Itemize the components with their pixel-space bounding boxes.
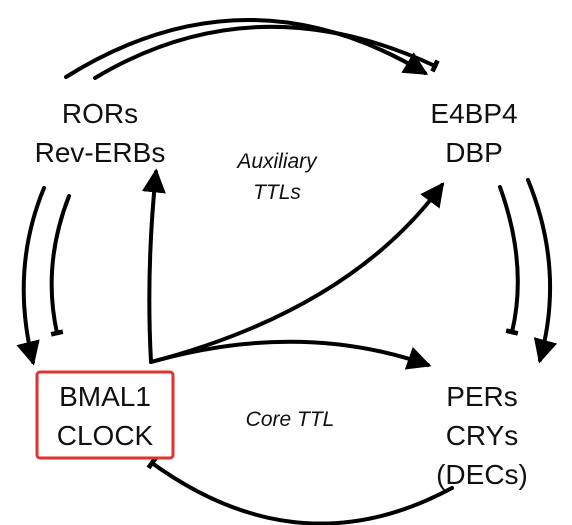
- node-bmal1-line1: BMAL1: [59, 381, 151, 412]
- node-rors-line2: Rev-ERBs: [35, 137, 166, 168]
- edge-rors-to-e4bp4-activation: [64, 18, 429, 79]
- node-pers: PERs CRYs (DECs): [436, 381, 528, 490]
- edge-bmal1-to-e4bp4-activation: [149, 182, 445, 364]
- bmal1-highlight-box: [35, 370, 175, 460]
- node-rors-line1: RORs: [62, 98, 138, 129]
- edge-bmal1-to-rors-activation: [141, 168, 166, 364]
- edge-e4bp4-to-pers-repression: [498, 185, 520, 336]
- edge-rors-to-e4bp4-repression: [93, 24, 440, 80]
- node-pers-line2: CRYs: [446, 420, 519, 451]
- node-rors: RORs Rev-ERBs: [35, 98, 166, 168]
- edge-bmal1-to-pers-activation: [149, 339, 432, 370]
- node-pers-line1: PERs: [446, 381, 518, 412]
- edge-pers-to-bmal1-repression: [146, 456, 454, 525]
- node-e4bp4-line1: E4BP4: [430, 98, 517, 129]
- label-auxiliary-line2: TTLs: [253, 181, 301, 204]
- node-e4bp4: E4BP4 DBP: [430, 98, 517, 168]
- label-auxiliary-line1: Auxiliary: [235, 150, 318, 173]
- node-pers-line3: (DECs): [436, 459, 528, 490]
- node-bmal1-line2: CLOCK: [57, 420, 154, 451]
- label-core-ttl: Core TTL: [246, 408, 335, 431]
- edge-rors-to-bmal1-activation: [16, 186, 46, 366]
- edge-rors-to-bmal1-repression: [49, 194, 71, 337]
- label-auxiliary-ttls: Auxiliary TTLs: [235, 150, 318, 204]
- node-bmal1: BMAL1 CLOCK: [57, 381, 154, 451]
- edge-e4bp4-to-pers-activation: [526, 178, 558, 364]
- node-e4bp4-line2: DBP: [445, 137, 503, 168]
